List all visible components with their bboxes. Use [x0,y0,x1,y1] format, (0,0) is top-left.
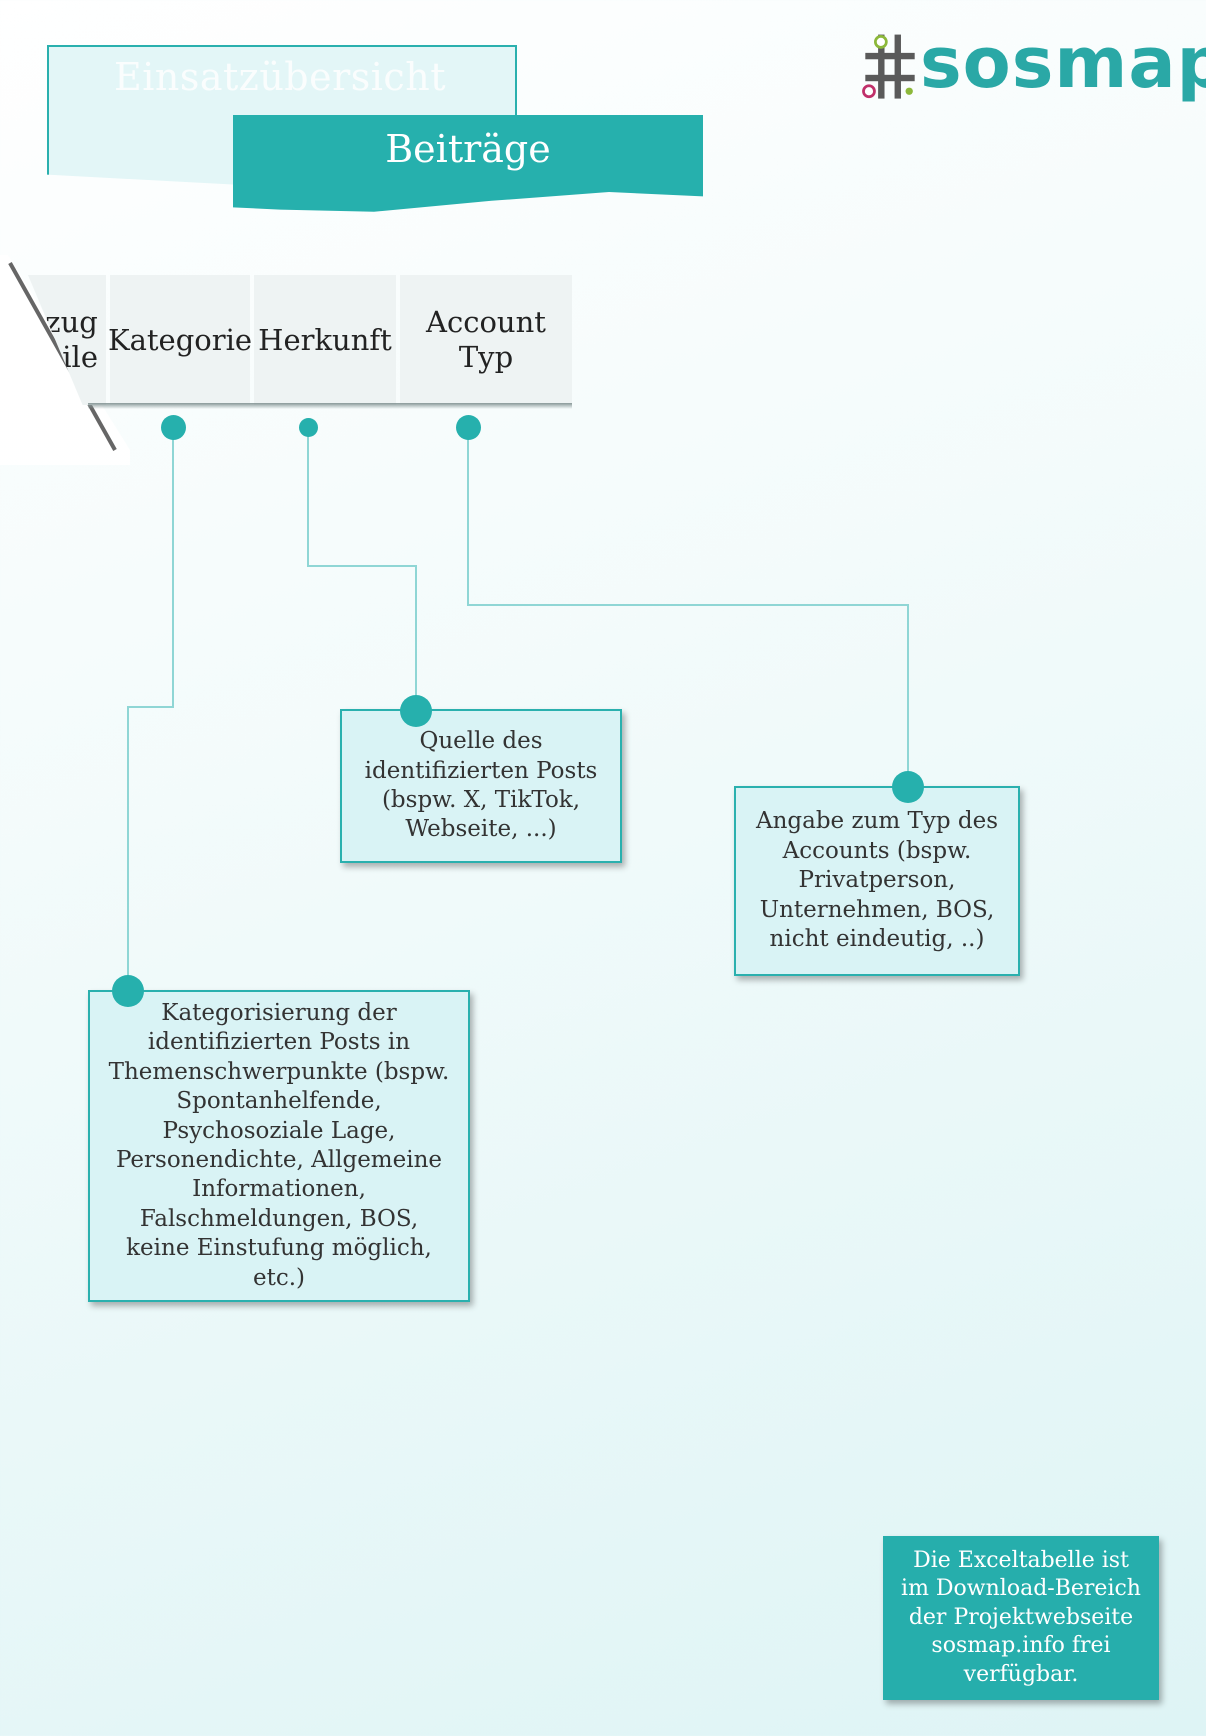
anchor-dot-herkunft [299,418,318,437]
connector-kategorie [127,428,174,990]
partial-col-line1: zug [45,305,98,340]
download-note: Die Exceltabelle ist im Download-Bereich… [883,1536,1159,1700]
anchor-dot-kategorie [161,415,186,440]
callout-dot-herkunft [400,695,432,727]
hashtag-logo-icon [862,34,915,99]
connector-account-typ [467,428,909,786]
account-typ-line1: Account [426,305,546,340]
header-cell-herkunft: Herkunft [254,275,396,405]
header-cell-kategorie: Kategorie [108,275,252,405]
tab-einsatzuebersicht-label: Einsatzübersicht [114,55,446,99]
callout-account-typ: Angabe zum Typ des Accounts (bspw. Priva… [734,786,1020,976]
tab-beitraege-label: Beiträge [385,127,551,171]
header-shadow [88,403,572,409]
callout-kategorie: Kategorisierung der identifizierten Post… [88,990,470,1302]
callout-dot-account-typ [892,771,924,803]
account-typ-line2: Typ [458,340,514,374]
connector-herkunft [307,428,417,710]
logo-wordmark: sosmap [920,22,1206,104]
callout-herkunft: Quelle des identifizierten Posts (bspw. … [340,709,622,863]
anchor-dot-account-typ [456,415,481,440]
callout-dot-kategorie [112,975,144,1007]
